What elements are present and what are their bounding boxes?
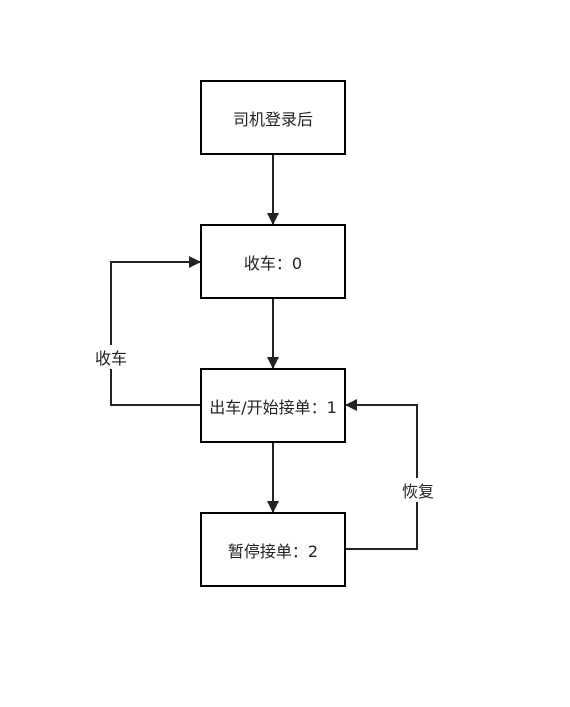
- node-paused-label: 暂停接单：2: [227, 541, 319, 561]
- node-on-duty-label: 出车/开始接单：1: [209, 397, 337, 417]
- node-paused: 暂停接单：2: [200, 512, 346, 587]
- edge-label-off-duty: 收车: [92, 345, 130, 369]
- node-off-duty: 收车：0: [200, 224, 346, 299]
- arrow-on-duty-to-off-duty: [110, 256, 201, 406]
- node-driver-login-label: 司机登录后: [232, 109, 313, 129]
- node-on-duty: 出车/开始接单：1: [200, 368, 346, 443]
- arrow-paused-to-on-duty: [345, 399, 418, 550]
- node-driver-login: 司机登录后: [200, 80, 346, 155]
- node-off-duty-label: 收车：0: [243, 253, 303, 273]
- edge-label-resume: 恢复: [399, 478, 437, 502]
